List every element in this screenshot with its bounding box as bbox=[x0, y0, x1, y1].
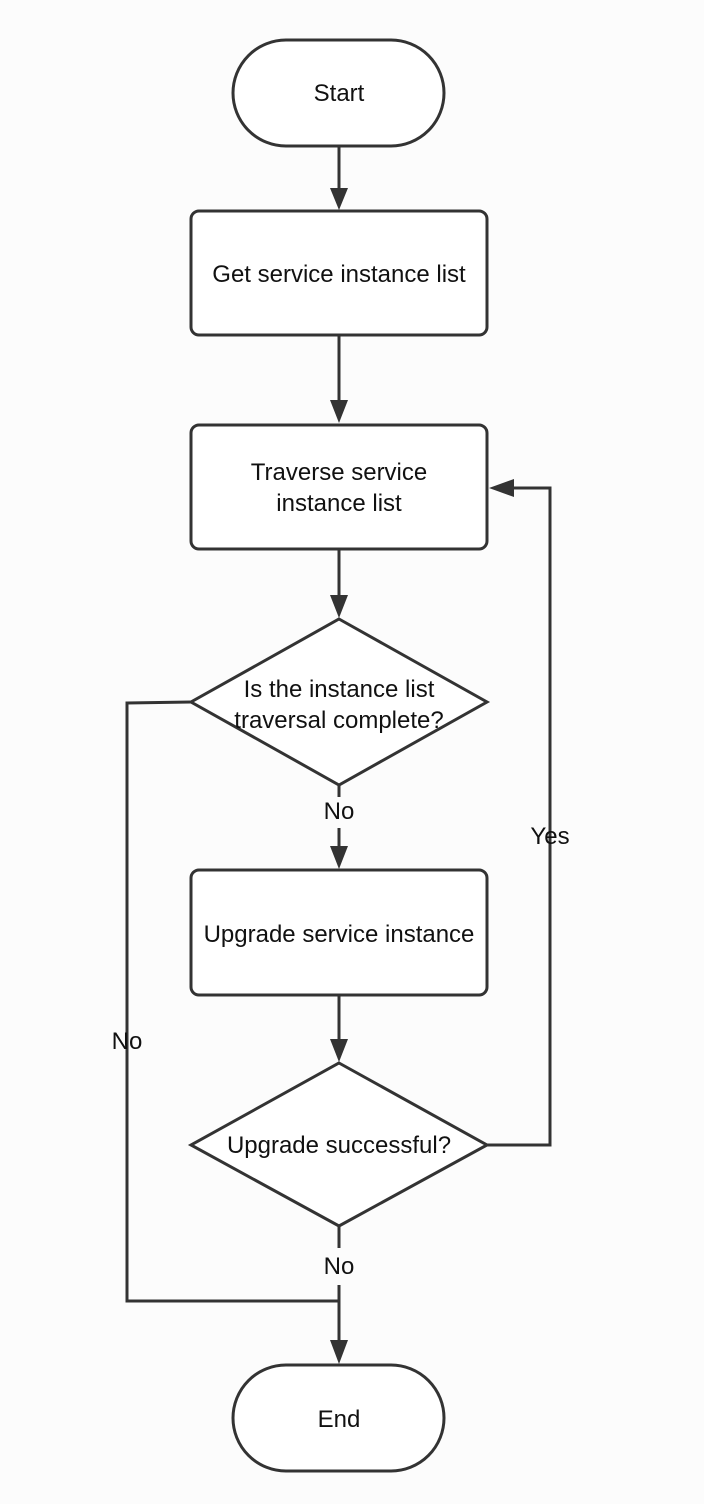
arrowhead-end bbox=[330, 1340, 348, 1364]
edge-complete-no-bypass bbox=[125, 700, 339, 1303]
edge-label-yes: Yes bbox=[530, 823, 569, 850]
end-terminal bbox=[231, 1363, 446, 1473]
arrowhead-traverse bbox=[330, 400, 348, 423]
upgrade-label: Upgrade service instance bbox=[204, 921, 475, 948]
edge-success-yes-loop bbox=[487, 486, 552, 1147]
arrowhead-get-list bbox=[330, 188, 348, 210]
arrowhead-loop-traverse bbox=[489, 479, 514, 497]
decision-complete bbox=[187, 617, 491, 787]
decision-complete-label-line-2: traversal complete? bbox=[234, 707, 443, 734]
start-terminal bbox=[231, 38, 446, 148]
get-list-process bbox=[189, 209, 489, 337]
get-list-label: Get service instance list bbox=[212, 261, 466, 288]
traverse-process bbox=[189, 423, 489, 551]
decision-complete-label-line-1: Is the instance list bbox=[244, 676, 435, 703]
edge-label-complete-no: No bbox=[324, 798, 355, 825]
edge-label-success-no: No bbox=[324, 1253, 355, 1280]
decision-success bbox=[187, 1061, 491, 1228]
traverse-label-line-1: Traverse service bbox=[251, 459, 427, 486]
upgrade-process bbox=[189, 868, 489, 997]
arrowhead-decision-success bbox=[330, 1039, 348, 1062]
end-label: End bbox=[318, 1406, 361, 1433]
arrowhead-decision-complete bbox=[330, 595, 348, 618]
start-label: Start bbox=[314, 80, 365, 107]
decision-success-label: Upgrade successful? bbox=[227, 1132, 451, 1159]
edge-label-bypass-no: No bbox=[112, 1028, 143, 1055]
arrowhead-upgrade bbox=[330, 846, 348, 869]
traverse-label-line-2: instance list bbox=[276, 490, 402, 517]
